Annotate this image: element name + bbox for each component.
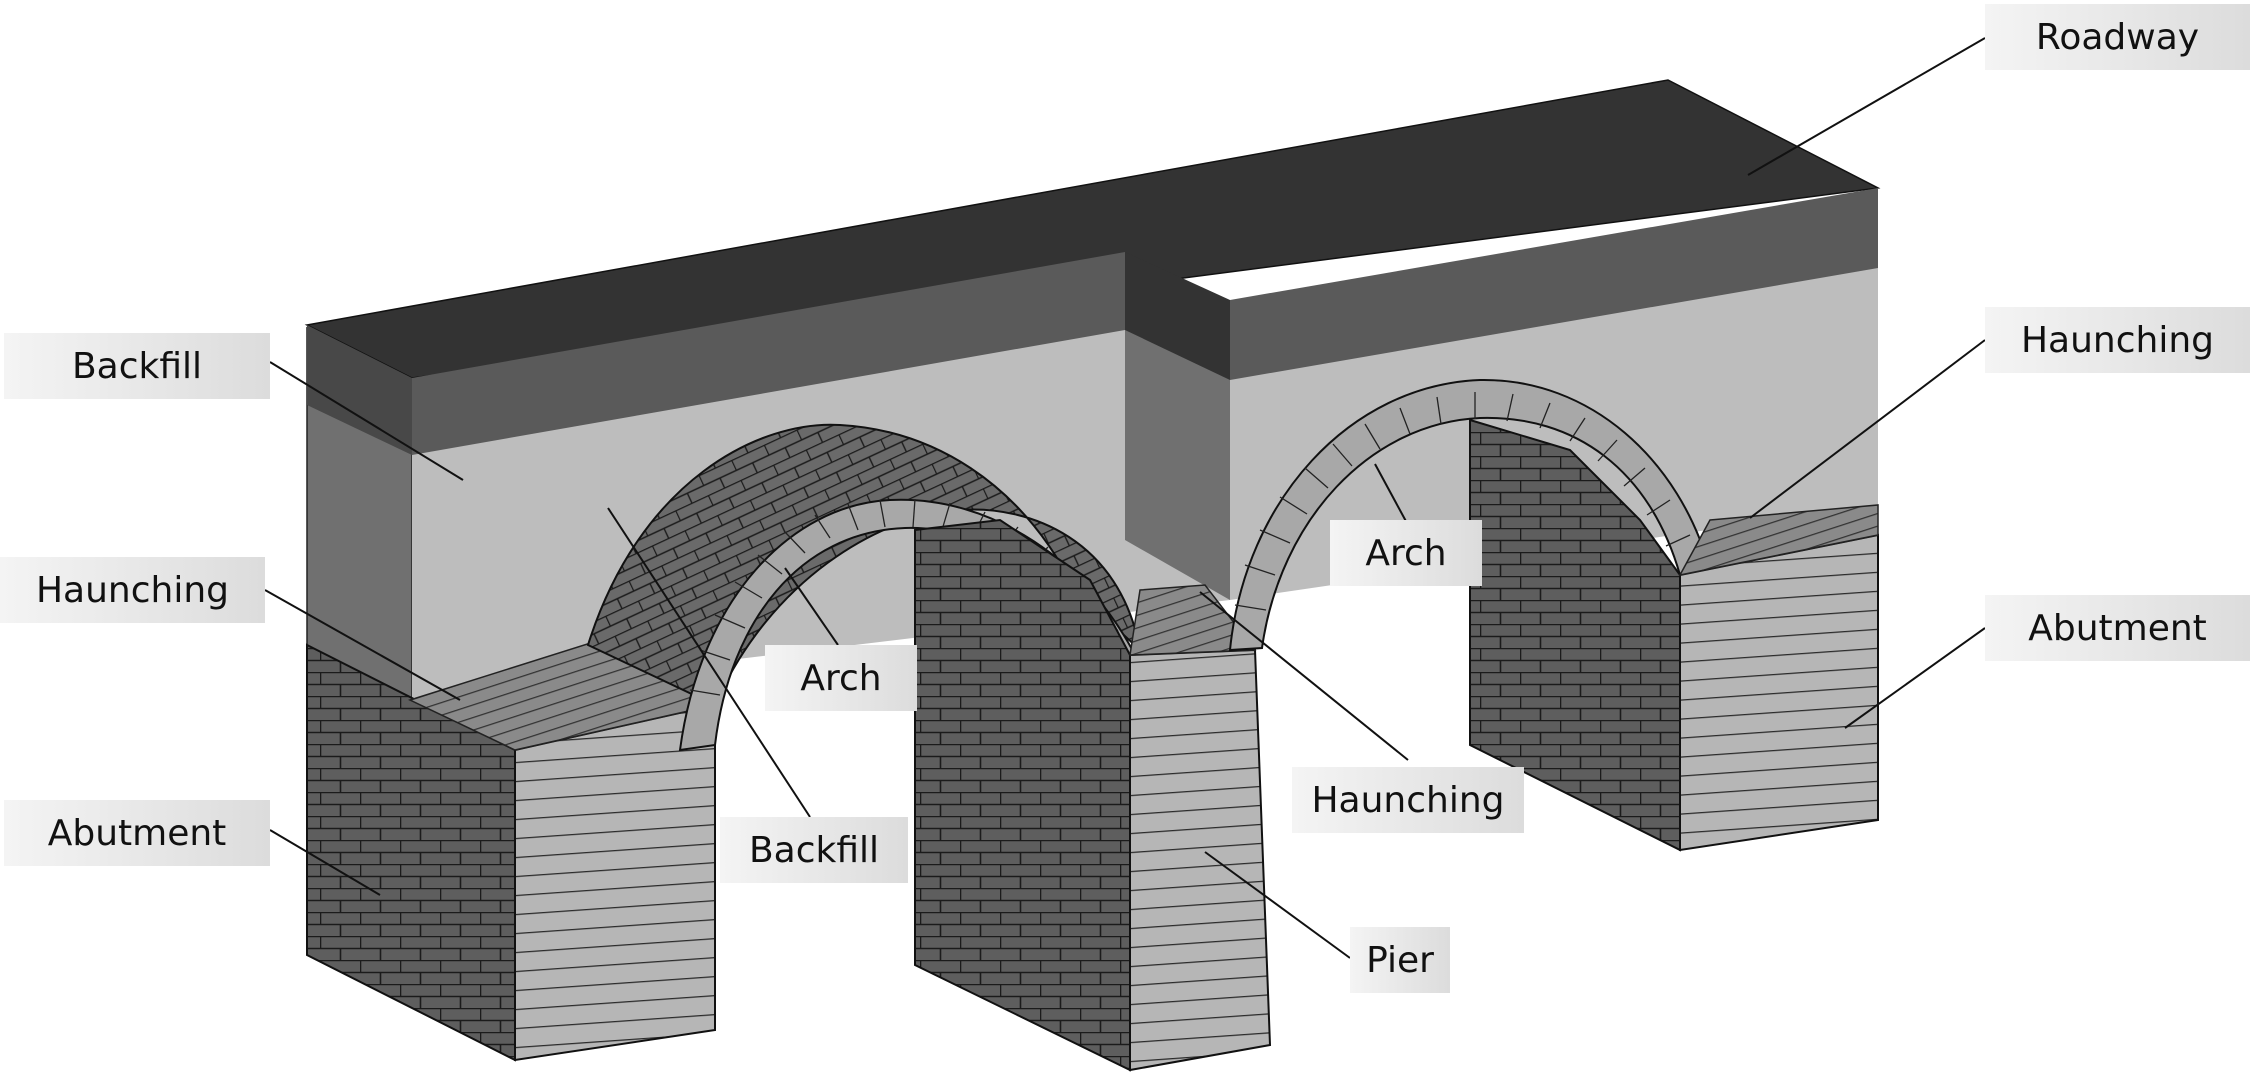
left-abutment-front <box>514 703 716 1062</box>
center-haunching <box>1129 584 1257 656</box>
label-pier: Pier <box>1350 927 1450 993</box>
leader-lines <box>264 37 1986 959</box>
label-arch-left: Arch <box>765 645 917 711</box>
label-abutment-right: Abutment <box>1985 595 2250 661</box>
label-backfill-left: Backfill <box>4 333 270 399</box>
leader-abutment-right <box>1844 627 1986 729</box>
right-abutment-front <box>1679 533 1879 852</box>
roadway-front-face <box>412 252 1125 455</box>
label-haunching-left: Haunching <box>0 557 265 623</box>
leader-pier <box>1204 851 1351 959</box>
leader-haunching-right <box>1749 339 1986 519</box>
label-backfill-center: Backfill <box>720 817 908 883</box>
leader-arch-right <box>1374 463 1409 526</box>
roadway-end-face <box>307 325 412 455</box>
roadway-joint <box>1125 252 1230 380</box>
label-haunching-right: Haunching <box>1985 307 2250 373</box>
leader-backfill-center <box>607 507 811 818</box>
pier-front <box>1129 648 1272 1072</box>
leader-arch-left <box>784 567 839 646</box>
right-arch-voussoir-joints <box>1234 392 1691 611</box>
leader-haunching-center <box>1199 591 1409 761</box>
leader-abutment-left <box>269 829 381 896</box>
roadway-front-face-right <box>1230 188 1878 380</box>
label-haunching-center: Haunching <box>1292 767 1524 833</box>
label-abutment-left: Abutment <box>4 800 270 866</box>
pier-side <box>914 518 1131 1072</box>
leader-backfill-left <box>269 361 464 481</box>
leader-roadway <box>1747 37 1986 176</box>
leader-haunching-left <box>264 589 461 701</box>
label-roadway: Roadway <box>1985 4 2250 70</box>
right-haunching <box>1678 504 1879 577</box>
label-arch-right: Arch <box>1330 520 1482 586</box>
